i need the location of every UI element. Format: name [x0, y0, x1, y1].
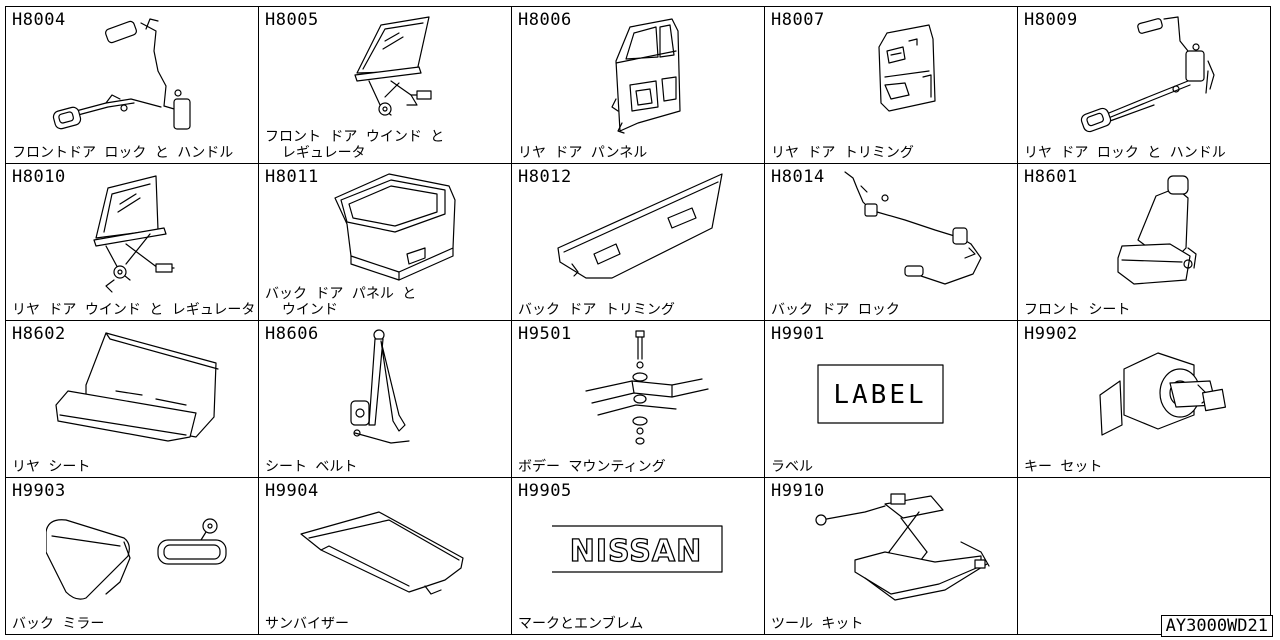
- part-cell-h8007[interactable]: H8007 リヤ ドア トリミング: [765, 7, 1018, 164]
- part-name: キー セット: [1024, 459, 1103, 475]
- part-code: H8602: [12, 324, 66, 344]
- part-cell-h8602[interactable]: H8602 リヤ シート: [6, 321, 259, 478]
- part-name: マークとエンブレム: [518, 616, 644, 632]
- part-code: H8011: [265, 167, 319, 187]
- part-code: H9904: [265, 481, 319, 501]
- part-cell-h9901[interactable]: H9901 LABEL ラベル: [765, 321, 1018, 478]
- part-name: サンバイザー: [265, 616, 349, 632]
- part-cell-h9904[interactable]: H9904 サンバイザー: [259, 478, 512, 635]
- part-code: H9501: [518, 324, 572, 344]
- part-name: リヤ ドア トリミング: [771, 145, 914, 161]
- part-name: バック ドア トリミング: [518, 302, 675, 318]
- front-seat-icon: [1058, 168, 1258, 298]
- part-cell-h9903[interactable]: H9903 バック ミラー: [6, 478, 259, 635]
- part-code: H8606: [265, 324, 319, 344]
- rear-seat-icon: [46, 325, 246, 455]
- emblem-icon: NISSAN: [549, 482, 752, 612]
- label-text: LABEL: [833, 380, 926, 410]
- back-door-lock-icon: [805, 168, 1005, 298]
- seat-belt-icon: [299, 325, 499, 455]
- part-name: フロント ドア ウインド と レギュレータ: [265, 129, 445, 161]
- part-code: H8014: [771, 167, 825, 187]
- part-cell-h8010[interactable]: H8010 リヤ ドア ウインド と レギュレータ: [6, 164, 259, 321]
- part-cell-h8601[interactable]: H8601 フロント シート: [1018, 164, 1271, 321]
- part-name: リヤ ドア ロック と ハンドル: [1024, 145, 1226, 161]
- body-mounting-icon: [552, 325, 752, 455]
- window-regulator-icon: [46, 168, 246, 298]
- jack-tool-icon: [805, 482, 1005, 612]
- part-cell-h9501[interactable]: H9501 ボデー マウンティング: [512, 321, 765, 478]
- part-code: H9903: [12, 481, 66, 501]
- part-code: H8601: [1024, 167, 1078, 187]
- door-lock-handle-icon: [46, 11, 246, 141]
- part-code: H9910: [771, 481, 825, 501]
- window-regulator-icon: [299, 11, 499, 141]
- part-name: バック ドア ロック: [771, 302, 900, 318]
- part-cell-h8012[interactable]: H8012 バック ドア トリミング: [512, 164, 765, 321]
- part-code: H8012: [518, 167, 572, 187]
- part-name: リヤ シート: [12, 459, 91, 475]
- part-cell-h8005[interactable]: H8005 フロント ドア ウインド と レギュレータ: [259, 7, 512, 164]
- drawing-reference-code: AY3000WD21: [1160, 615, 1273, 637]
- part-name: リヤ ドア パンネル: [518, 145, 648, 161]
- parts-catalog-grid: H8004 フロントドア ロック と ハンドル H8005: [5, 6, 1271, 635]
- part-name: ラベル: [771, 459, 813, 475]
- part-cell-h9910[interactable]: H9910 ツール キット: [765, 478, 1018, 635]
- part-code: H9905: [518, 481, 572, 501]
- emblem-text: NISSAN: [570, 534, 702, 569]
- part-name: バック ミラー: [12, 616, 105, 632]
- label-icon: LABEL: [805, 325, 1005, 455]
- back-door-panel-icon: [299, 168, 499, 298]
- part-name: ツール キット: [771, 616, 864, 632]
- part-cell-h8009[interactable]: H8009 リヤ ドア ロック と ハンドル: [1018, 7, 1271, 164]
- key-set-icon: [1058, 325, 1258, 455]
- part-cell-h8014[interactable]: H8014 バック ドア ロック: [765, 164, 1018, 321]
- empty-cell: [1018, 478, 1271, 635]
- door-lock-handle-icon: [1058, 11, 1258, 141]
- part-cell-h8606[interactable]: H8606 シート ベルト: [259, 321, 512, 478]
- part-name: シート ベルト: [265, 459, 358, 475]
- part-code: H9902: [1024, 324, 1078, 344]
- part-cell-h8011[interactable]: H8011 バック ドア パネル と ウインド: [259, 164, 512, 321]
- part-name: フロント シート: [1024, 302, 1131, 318]
- part-name: フロントドア ロック と ハンドル: [12, 145, 234, 161]
- sun-visor-icon: [299, 482, 499, 612]
- door-trim-icon: [805, 11, 1005, 141]
- part-name: リヤ ドア ウインド と レギュレータ: [12, 302, 256, 318]
- part-code: H8005: [265, 10, 319, 30]
- part-name: バック ドア パネル と ウインド: [265, 286, 417, 318]
- mirror-icon: [45, 482, 246, 612]
- part-cell-h8004[interactable]: H8004 フロントドア ロック と ハンドル: [6, 7, 259, 164]
- part-code: H8006: [518, 10, 572, 30]
- back-door-trim-icon: [552, 168, 752, 298]
- part-code: H8004: [12, 10, 66, 30]
- door-panel-icon: [552, 11, 752, 141]
- part-cell-h9905[interactable]: H9905 NISSAN マークとエンブレム: [512, 478, 765, 635]
- part-cell-h9902[interactable]: H9902 キー セット: [1018, 321, 1271, 478]
- part-cell-h8006[interactable]: H8006 リヤ ドア パンネル: [512, 7, 765, 164]
- part-name: ボデー マウンティング: [518, 459, 666, 475]
- part-code: H8007: [771, 10, 825, 30]
- part-code: H8010: [12, 167, 66, 187]
- part-code: H8009: [1024, 10, 1078, 30]
- part-code: H9901: [771, 324, 825, 344]
